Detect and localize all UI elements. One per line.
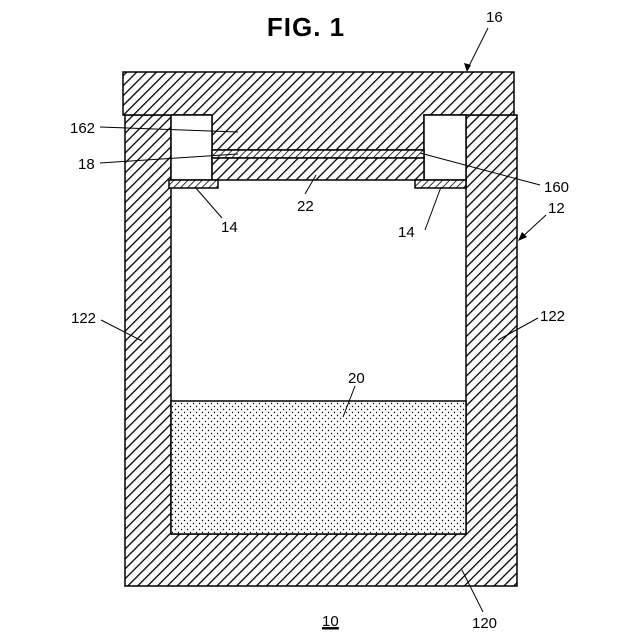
label-14-right: 14 [398,224,415,241]
label-20: 20 [348,370,365,387]
label-122-left: 122 [71,310,96,327]
leader-14-left [195,187,222,218]
support-left [169,180,218,188]
leader-14-right [425,187,441,230]
figure-title: FIG. 1 [267,12,345,42]
label-14-left: 14 [221,219,238,236]
layer-22 [212,158,424,180]
label-18: 18 [78,156,95,173]
label-12: 12 [548,200,565,217]
cap-groove-right [424,115,466,180]
figure-number: 10 [322,613,339,630]
cap-groove-left [171,115,212,180]
filling [171,401,466,534]
layer-18 [212,150,424,158]
label-120: 120 [472,615,497,632]
label-162: 162 [70,120,95,137]
label-160: 160 [544,179,569,196]
label-122-right: 122 [540,308,565,325]
label-16: 16 [486,9,503,26]
leader-16 [467,28,488,70]
label-22: 22 [297,198,314,215]
support-right [415,180,466,188]
